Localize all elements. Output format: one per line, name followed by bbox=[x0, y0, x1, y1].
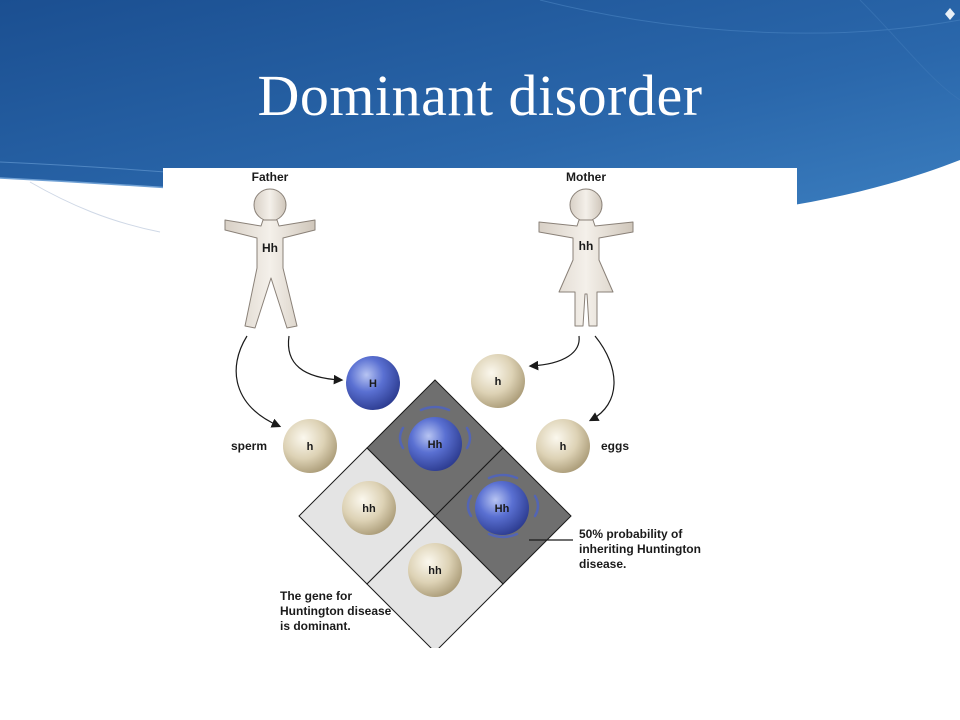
sperm-dominant-allele bbox=[346, 356, 400, 410]
egg-allele-1-label: h bbox=[495, 376, 502, 388]
sperm-recessive-allele bbox=[283, 419, 337, 473]
arrow-father-sperm-H bbox=[287, 335, 344, 385]
offspring-3 bbox=[475, 481, 529, 535]
egg-allele-2 bbox=[536, 419, 590, 473]
eggs-label: eggs bbox=[601, 439, 629, 453]
offspring-3-label: Hh bbox=[495, 503, 510, 515]
offspring-4-label: hh bbox=[428, 565, 442, 577]
offspring-1 bbox=[408, 417, 462, 471]
arrow-mother-egg-1 bbox=[528, 335, 580, 371]
slide-title: Dominant disorder bbox=[257, 63, 703, 128]
sperm-allele-2-label: h bbox=[307, 441, 314, 453]
offspring-2-label: hh bbox=[362, 503, 376, 515]
father-label: Father bbox=[252, 170, 289, 184]
dominant-note: The gene for Huntington disease is domin… bbox=[280, 589, 395, 633]
egg-allele-2-label: h bbox=[560, 441, 567, 453]
offspring-2 bbox=[342, 481, 396, 535]
probability-note: 50% probability of inheriting Huntington… bbox=[579, 527, 704, 571]
egg-allele-1 bbox=[471, 354, 525, 408]
arrow-father-sperm-h bbox=[235, 335, 282, 428]
mother-label: Mother bbox=[566, 170, 606, 184]
mother-genotype: hh bbox=[579, 239, 594, 253]
father-figure bbox=[224, 188, 316, 329]
sperm-label: sperm bbox=[231, 439, 267, 453]
offspring-4 bbox=[408, 543, 462, 597]
father-genotype: Hh bbox=[262, 241, 278, 255]
mother-figure bbox=[538, 188, 634, 327]
sperm-allele-1-label: H bbox=[369, 378, 377, 390]
slide-logo-icon bbox=[945, 8, 955, 20]
offspring-1-label: Hh bbox=[428, 439, 443, 451]
punnett-figure: Father Hh Mother hh bbox=[163, 168, 797, 648]
arrow-mother-egg-2 bbox=[588, 335, 615, 422]
